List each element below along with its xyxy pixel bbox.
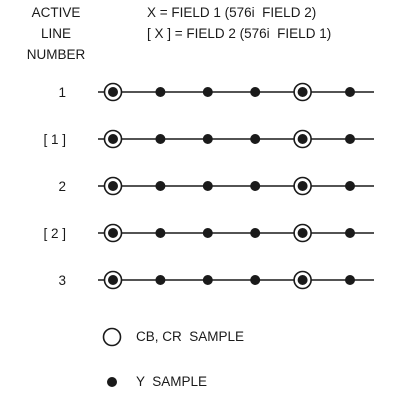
column-title-line-2: LINE bbox=[40, 26, 71, 41]
luma-sample-marker bbox=[155, 228, 166, 238]
luma-sample-marker bbox=[250, 181, 261, 191]
luma-sample-marker bbox=[345, 275, 355, 285]
row-label: 3 bbox=[58, 273, 66, 288]
luma-sample-marker bbox=[345, 181, 355, 191]
legend-chroma-marker bbox=[102, 327, 122, 347]
column-title-line-1: ACTIVE bbox=[31, 5, 81, 20]
luma-sample-marker bbox=[297, 228, 308, 238]
field-definition-2: [ X ] = FIELD 2 (576i FIELD 1) bbox=[147, 26, 332, 41]
legend-luma-marker bbox=[107, 377, 117, 387]
luma-sample-marker bbox=[297, 87, 308, 97]
luma-sample-marker bbox=[202, 275, 213, 285]
luma-sample-marker bbox=[108, 134, 118, 144]
row-label: [ 2 ] bbox=[43, 226, 66, 241]
luma-sample-marker bbox=[202, 181, 213, 191]
luma-sample-marker bbox=[250, 134, 261, 144]
luma-sample-marker bbox=[345, 134, 355, 144]
row-label: 2 bbox=[58, 179, 66, 194]
luma-sample-marker bbox=[108, 275, 118, 285]
luma-sample-marker bbox=[250, 228, 261, 238]
column-title-line-3: NUMBER bbox=[26, 47, 86, 62]
luma-sample-marker bbox=[155, 275, 166, 285]
luma-sample-marker bbox=[345, 87, 355, 97]
luma-sample-marker bbox=[297, 275, 308, 285]
legend-luma-label: Y SAMPLE bbox=[136, 374, 208, 389]
luma-sample-marker bbox=[108, 181, 118, 191]
field-definition-1: X = FIELD 1 (576i FIELD 2) bbox=[147, 5, 317, 20]
luma-sample-marker bbox=[345, 228, 355, 238]
luma-sample-marker bbox=[297, 134, 308, 144]
legend-chroma-label: CB, CR SAMPLE bbox=[136, 329, 245, 344]
row-label: [ 1 ] bbox=[43, 132, 66, 147]
luma-sample-marker bbox=[155, 87, 166, 97]
luma-sample-marker bbox=[202, 87, 213, 97]
luma-sample-marker bbox=[250, 87, 261, 97]
luma-sample-marker bbox=[108, 87, 118, 97]
column-title: ACTIVE LINE NUMBER bbox=[12, 2, 100, 65]
luma-sample-marker bbox=[202, 134, 213, 144]
luma-sample-marker bbox=[108, 228, 118, 238]
field-definitions: X = FIELD 1 (576i FIELD 2) [ X ] = FIELD… bbox=[147, 2, 331, 44]
row-label: 1 bbox=[58, 85, 66, 100]
luma-sample-marker bbox=[202, 228, 213, 238]
luma-sample-marker bbox=[155, 134, 166, 144]
luma-sample-marker bbox=[155, 181, 166, 191]
luma-sample-marker bbox=[297, 181, 308, 191]
luma-sample-marker bbox=[250, 275, 261, 285]
